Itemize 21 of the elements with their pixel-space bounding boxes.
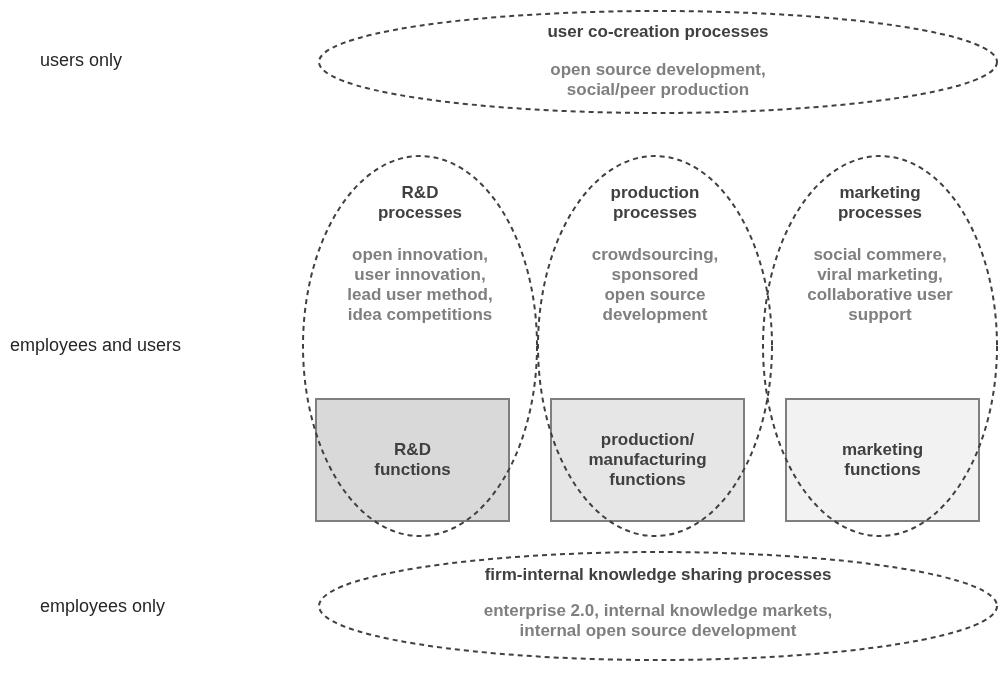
process-ellipse (302, 155, 538, 537)
node-description: crowdsourcing, sponsored open source development (591, 245, 719, 325)
node-heading: production processes (609, 183, 701, 223)
node-heading: firm-internal knowledge sharing processes (483, 565, 833, 585)
node-description: enterprise 2.0, internal knowledge markets, internal open source development (482, 601, 834, 641)
process-ellipse (318, 10, 998, 114)
node-heading: production/ manufacturing functions (587, 430, 708, 490)
row-label: employees and users (10, 335, 182, 356)
row-label: users only (40, 50, 123, 71)
node-heading: marketing functions (840, 440, 925, 480)
node-description: open source development, social/peer production (549, 60, 767, 100)
node-heading: marketing processes (836, 183, 924, 223)
node-heading: R&D functions (373, 440, 452, 480)
process-ellipse (318, 551, 998, 661)
process-ellipse (762, 155, 998, 537)
node-description: open innovation, user innovation, lead user method, idea competitions (346, 245, 494, 325)
node-heading: R&D processes (376, 183, 464, 223)
process-ellipse (537, 155, 773, 537)
row-label: employees only (40, 596, 166, 617)
node-description: social commere, viral marketing, collaborative user support (806, 245, 954, 325)
node-heading: user co-creation processes (546, 22, 770, 42)
